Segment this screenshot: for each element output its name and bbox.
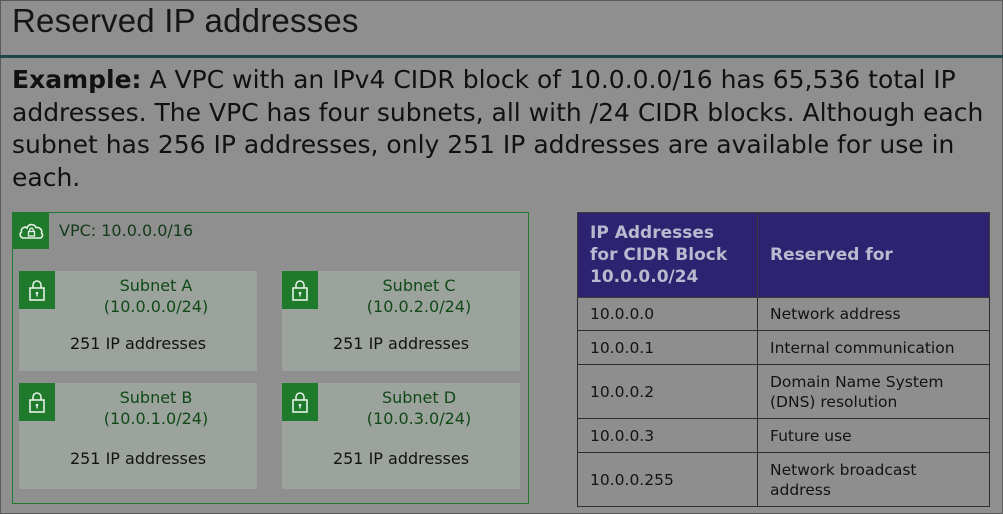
subnet-c-card: Subnet C (10.0.2.0/24) 251 IP addresses: [282, 271, 520, 371]
example-lead: Example:: [12, 65, 142, 94]
subnet-ip-count: 251 IP addresses: [69, 449, 207, 468]
column-header-reserved: Reserved for: [757, 212, 990, 298]
vpc-diagram: VPC: 10.0.0.0/16 Subnet A (10.0.0.0/24) …: [12, 212, 529, 504]
subnet-a-card: Subnet A (10.0.0.0/24) 251 IP addresses: [19, 271, 257, 371]
reserved-cell: Domain Name System (DNS) resolution: [757, 364, 990, 419]
subnet-name: Subnet A: [119, 276, 193, 295]
subnet-cidr: (10.0.3.0/24): [366, 409, 472, 428]
ip-cell: 10.0.0.255: [577, 452, 758, 507]
reserved-ip-table: IP Addresses for CIDR Block 10.0.0.0/24 …: [577, 212, 990, 507]
subnet-ip-count: 251 IP addresses: [332, 449, 470, 468]
table-row: 10.0.0.255 Network broadcast address: [577, 452, 990, 507]
subnet-cidr: (10.0.2.0/24): [366, 297, 472, 316]
subnet-cidr: (10.0.1.0/24): [103, 409, 209, 428]
lock-icon: [282, 383, 318, 421]
column-header-ip: IP Addresses for CIDR Block 10.0.0.0/24: [577, 212, 758, 298]
page-title: Reserved IP addresses: [12, 2, 359, 39]
table-row: 10.0.0.2 Domain Name System (DNS) resolu…: [577, 364, 990, 419]
lock-icon: [282, 271, 318, 309]
table-row: 10.0.0.1 Internal communication: [577, 330, 990, 365]
table-row: 10.0.0.3 Future use: [577, 418, 990, 453]
subnet-b-card: Subnet B (10.0.1.0/24) 251 IP addresses: [19, 383, 257, 489]
reserved-cell: Internal communication: [757, 330, 990, 365]
table-row: 10.0.0.0 Network address: [577, 297, 990, 331]
subnet-ip-count: 251 IP addresses: [332, 334, 470, 353]
example-text: A VPC with an IPv4 CIDR block of 10.0.0.…: [12, 65, 984, 192]
subnet-name: Subnet B: [119, 388, 193, 407]
lock-icon: [19, 271, 55, 309]
reserved-cell: Future use: [757, 418, 990, 453]
vpc-label: VPC: 10.0.0.0/16: [59, 221, 194, 240]
subnet-ip-count: 251 IP addresses: [69, 334, 207, 353]
subnet-d-card: Subnet D (10.0.3.0/24) 251 IP addresses: [282, 383, 520, 489]
ip-cell: 10.0.0.3: [577, 418, 758, 453]
reserved-cell: Network address: [757, 297, 990, 331]
ip-cell: 10.0.0.1: [577, 330, 758, 365]
reserved-cell: Network broadcast address: [757, 452, 990, 507]
lock-icon: [19, 383, 55, 421]
subnet-name: Subnet D: [381, 388, 457, 407]
subnet-cidr: (10.0.0.0/24): [103, 297, 209, 316]
ip-cell: 10.0.0.2: [577, 364, 758, 419]
subnet-name: Subnet C: [382, 276, 456, 295]
example-paragraph: Example: A VPC with an IPv4 CIDR block o…: [12, 64, 992, 194]
cloud-lock-icon: [13, 213, 49, 249]
title-divider: [0, 55, 1003, 58]
ip-cell: 10.0.0.0: [577, 297, 758, 331]
table-header-row: IP Addresses for CIDR Block 10.0.0.0/24 …: [577, 212, 990, 298]
